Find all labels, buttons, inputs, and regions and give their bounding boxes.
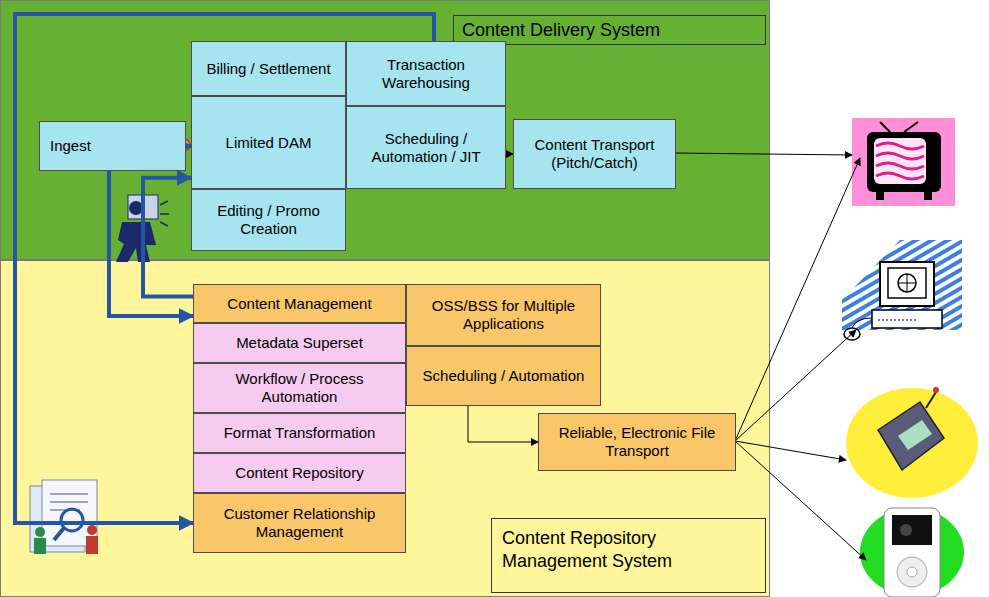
box-label: OSS/BSS for Multiple Applications (413, 297, 594, 333)
box-label: Ingest (50, 137, 91, 155)
process-box: Scheduling / Automation / JIT (346, 106, 506, 189)
connector-arrow (15, 14, 434, 523)
process-box: Customer Relationship Management (193, 493, 406, 553)
process-box: Limited DAM (191, 96, 346, 189)
box-label: Content Management (227, 295, 371, 313)
process-box: Billing / Settlement (191, 41, 346, 96)
process-box: Metadata Superset (193, 323, 406, 363)
box-label: Reliable, Electronic File Transport (545, 424, 729, 460)
computer-icon (842, 240, 962, 340)
process-box: Editing / Promo Creation (191, 189, 346, 251)
box-label: Content Repository (235, 464, 363, 482)
phone-icon (846, 387, 978, 498)
connector-arrow (143, 178, 193, 297)
process-box: Ingest (39, 121, 186, 171)
connector-arrow (506, 154, 513, 155)
process-box: Content Management (193, 284, 406, 323)
process-box: OSS/BSS for Multiple Applications (406, 284, 601, 346)
process-box: Workflow / Process Automation (193, 363, 406, 413)
blocked-symbol (178, 139, 190, 151)
region-heading: Content Repository Management System (491, 518, 766, 593)
system-region: Content Delivery SystemIngestBilling / S… (0, 0, 770, 260)
device-delivery-lines (675, 153, 866, 560)
television-icon (852, 118, 955, 206)
connector-arrow (109, 171, 193, 316)
box-label: Billing / Settlement (206, 60, 330, 78)
system-region: Content Repository Management System Cont… (0, 260, 770, 597)
box-label: Format Transformation (224, 424, 376, 442)
process-box: Scheduling / Automation (406, 346, 601, 406)
box-label: Limited DAM (226, 134, 312, 152)
heading-text: Content Repository Management System (502, 527, 702, 572)
box-label: Workflow / Process Automation (200, 370, 399, 406)
process-box: Transaction Warehousing (346, 41, 506, 106)
process-box: Content Transport (Pitch/Catch) (513, 119, 676, 189)
box-label: Transaction Warehousing (353, 56, 499, 92)
process-box: Content Repository (193, 453, 406, 493)
process-box: Format Transformation (193, 413, 406, 453)
box-label: Editing / Promo Creation (198, 202, 339, 238)
connector-arrow (468, 406, 538, 442)
box-label: Customer Relationship Management (200, 505, 399, 541)
music-player-icon (860, 508, 964, 597)
connector-arrow (186, 144, 191, 148)
box-label: Metadata Superset (236, 334, 363, 352)
process-box: Reliable, Electronic File Transport (538, 413, 736, 471)
customer-icon (30, 480, 98, 554)
box-label: Scheduling / Automation / JIT (353, 130, 499, 166)
box-label: Scheduling / Automation (423, 367, 585, 385)
box-label: Content Transport (Pitch/Catch) (520, 136, 669, 172)
